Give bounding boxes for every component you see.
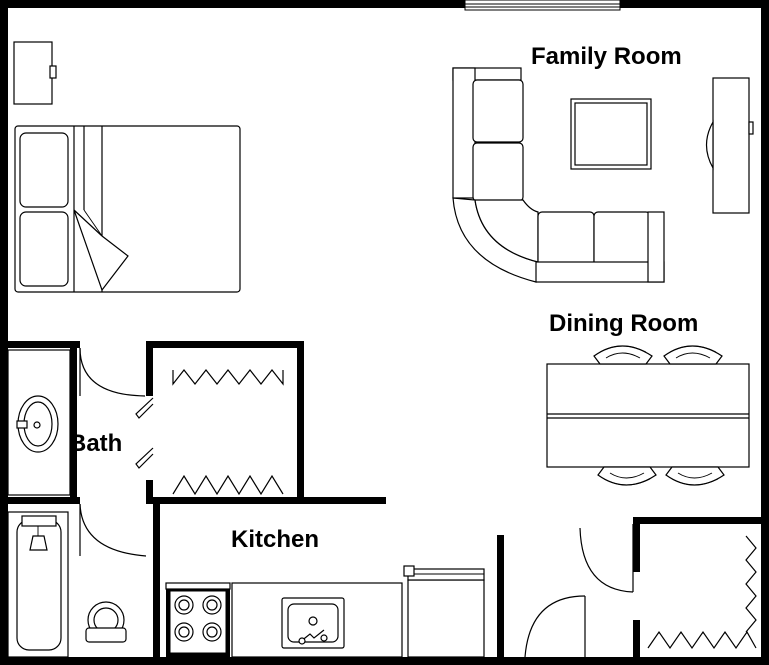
door-swing-icon: [79, 347, 146, 397]
dishwasher-icon: [403, 565, 485, 658]
closet-rod-icon: [172, 474, 284, 496]
closet-rod-icon: [647, 630, 757, 650]
chair-icon: [593, 345, 653, 365]
window: [464, 0, 621, 11]
closet-rod-icon: [745, 535, 757, 633]
toilet-icon: [85, 601, 127, 643]
bath-label: Bath: [69, 430, 122, 457]
door-swing-icon: [579, 524, 634, 593]
door-swing-icon: [79, 503, 147, 557]
bed-icon: [14, 125, 241, 293]
kitchen-label: Kitchen: [231, 526, 319, 553]
chair-icon: [663, 345, 723, 365]
nightstand-icon: [13, 41, 57, 105]
chair-icon: [597, 466, 657, 486]
closet-rod-icon: [172, 369, 284, 386]
bathtub-icon: [7, 511, 69, 658]
family-room-label: Family Room: [531, 43, 682, 70]
dining-room-label: Dining Room: [549, 310, 698, 337]
coffee-table-icon: [570, 98, 652, 170]
stove-icon: [165, 582, 231, 657]
door-swing-icon: [524, 595, 586, 658]
tv-stand-icon: [705, 77, 754, 214]
interior-walls: [0, 341, 769, 665]
closet-door-icon: [135, 397, 154, 469]
chair-icon: [665, 466, 725, 486]
sectional-sofa-icon: [452, 67, 665, 283]
sink-icon: [16, 395, 59, 453]
sink-icon: [281, 597, 345, 649]
dining-table-icon: [546, 363, 750, 468]
